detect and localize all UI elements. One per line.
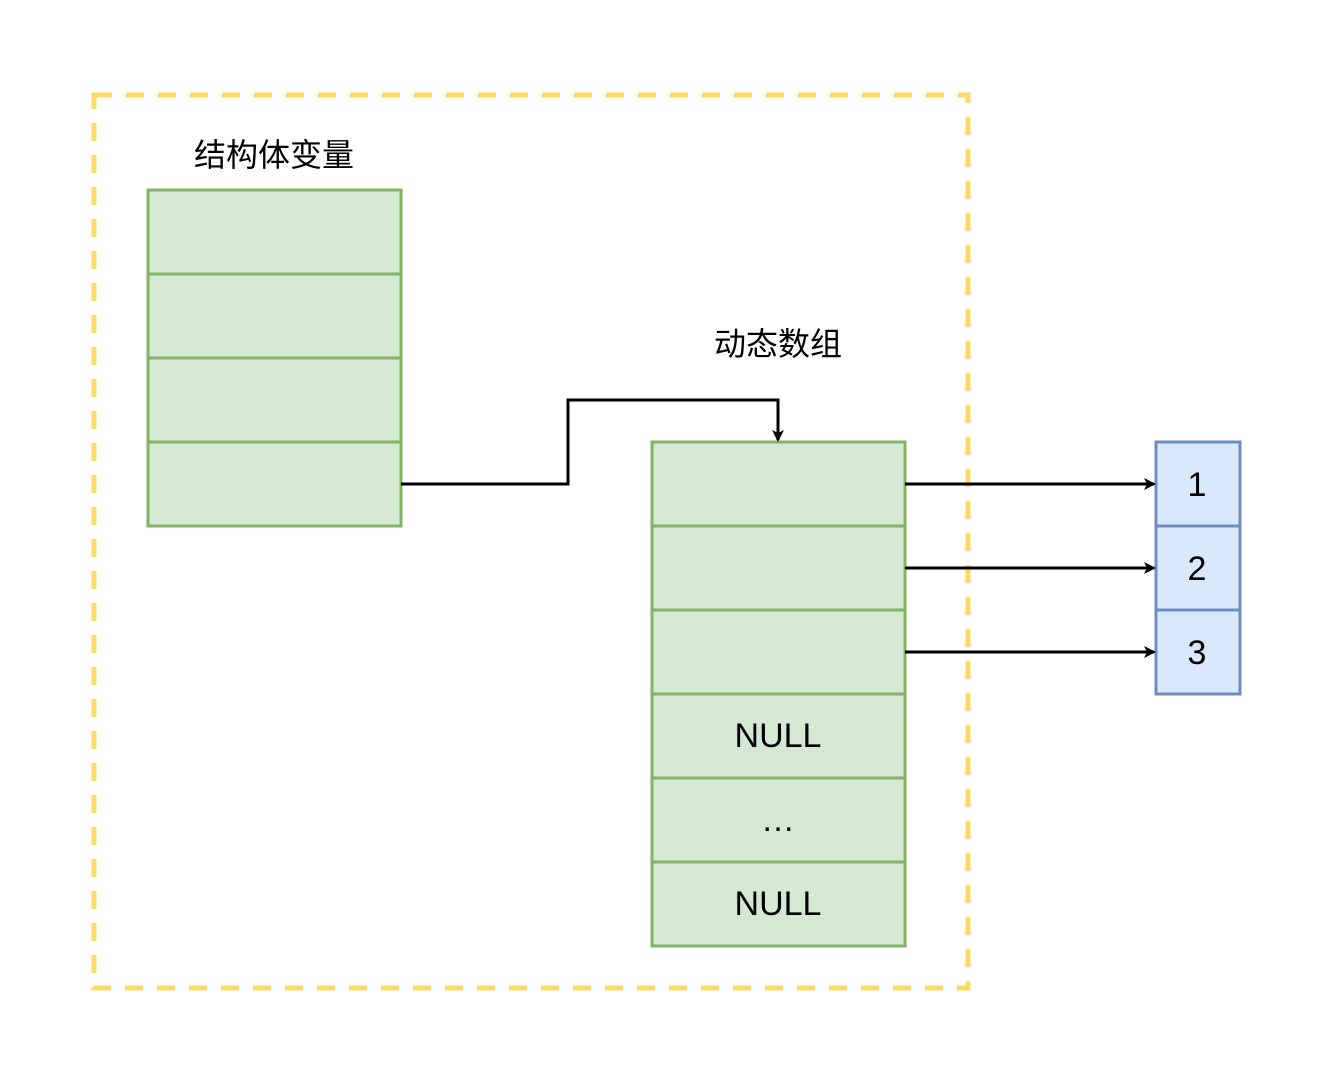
value-block: 1 2 3 bbox=[1154, 440, 1242, 696]
struct-cell-pointer[interactable] bbox=[146, 440, 403, 528]
array-cell-text: … bbox=[761, 801, 795, 839]
struct-variable-title: 结构体变量 bbox=[194, 136, 354, 174]
value-cell[interactable] bbox=[1154, 608, 1242, 696]
value-cell-text: 1 bbox=[1188, 466, 1207, 504]
array-cell[interactable] bbox=[650, 524, 907, 612]
dynamic-array-block: NULL … NULL bbox=[650, 440, 907, 948]
memory-region-container bbox=[91, 92, 971, 991]
array-cell[interactable] bbox=[650, 776, 907, 864]
array-cell[interactable] bbox=[650, 608, 907, 696]
value-cell[interactable] bbox=[1154, 440, 1242, 528]
array-cell[interactable] bbox=[650, 440, 907, 528]
array-cell-text: NULL bbox=[735, 885, 822, 923]
value-cell-text: 2 bbox=[1188, 550, 1207, 588]
array-cell-text: NULL bbox=[735, 717, 822, 755]
array-cell[interactable] bbox=[650, 860, 907, 948]
struct-cell[interactable] bbox=[146, 188, 403, 276]
value-cell-text: 3 bbox=[1188, 634, 1207, 672]
struct-variable-block bbox=[146, 188, 403, 528]
array-cell[interactable] bbox=[650, 692, 907, 780]
struct-cell[interactable] bbox=[146, 272, 403, 360]
struct-cell[interactable] bbox=[146, 356, 403, 444]
edge-struct-to-array bbox=[401, 398, 784, 486]
dynamic-array-title: 动态数组 bbox=[714, 325, 842, 363]
value-cell[interactable] bbox=[1154, 524, 1242, 612]
